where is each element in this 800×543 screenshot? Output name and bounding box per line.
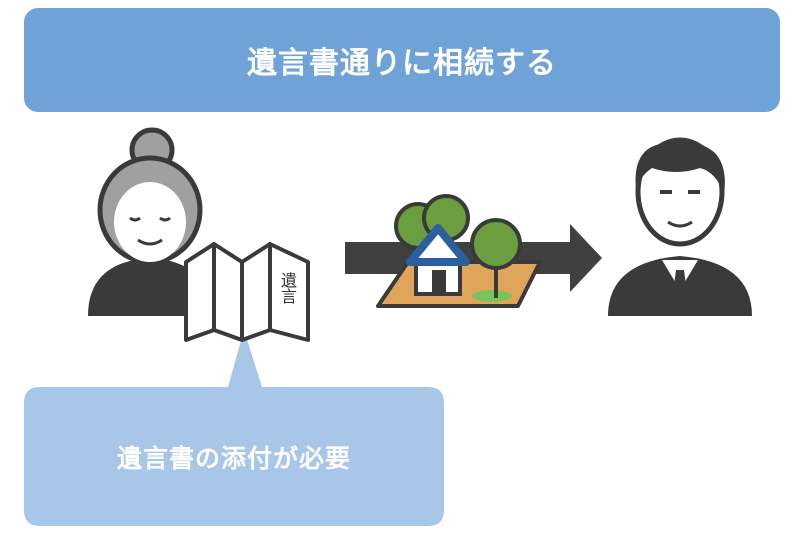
title-banner: 遺言書通りに相続する xyxy=(24,8,780,112)
callout-bubble xyxy=(24,330,444,526)
page-title: 遺言書通りに相続する xyxy=(247,46,557,81)
will-document-label: 遺言 xyxy=(278,272,297,304)
businessman-icon xyxy=(608,137,752,316)
callout-text: 遺言書の添付が必要 xyxy=(116,444,351,473)
elderly-woman-icon xyxy=(88,127,212,316)
house-and-land-icon xyxy=(376,194,542,308)
folded-will-document-icon xyxy=(184,242,310,342)
